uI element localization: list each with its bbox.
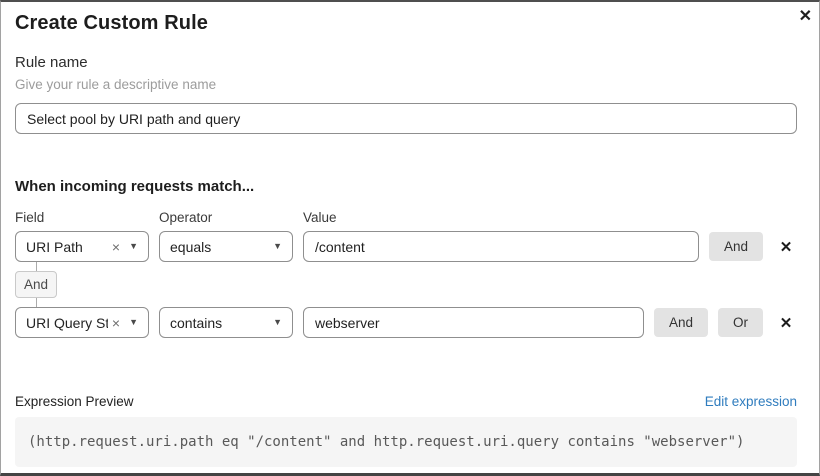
value-column-label: Value: [303, 210, 337, 225]
operator-select-row2[interactable]: contains ▼: [159, 307, 293, 338]
add-and-condition-button-row2[interactable]: And: [653, 308, 708, 337]
match-row-1: URI Path × ▼ equals ▼ And ✕: [15, 231, 797, 262]
add-and-condition-button-row1[interactable]: And: [708, 232, 763, 261]
expression-preview-header: Expression Preview Edit expression: [15, 394, 797, 409]
add-or-condition-button-row2[interactable]: Or: [718, 308, 763, 337]
row-connector: And: [15, 262, 57, 307]
expression-preview-label: Expression Preview: [15, 394, 134, 409]
value-input-row2[interactable]: [303, 307, 644, 338]
match-row-2: URI Query St... × ▼ contains ▼ And Or ✕: [15, 307, 797, 338]
chevron-down-icon: ▼: [129, 241, 138, 251]
match-heading: When incoming requests match...: [15, 178, 255, 195]
clear-selection-icon[interactable]: ×: [111, 238, 121, 255]
operator-select-row1-value: equals: [170, 238, 212, 255]
clear-selection-icon[interactable]: ×: [111, 314, 121, 331]
value-input-row1[interactable]: [303, 231, 699, 262]
rule-name-label: Rule name: [15, 54, 88, 71]
chevron-down-icon: ▼: [129, 317, 138, 327]
expression-preview-code: (http.request.uri.path eq "/content" and…: [15, 417, 797, 467]
delete-row-icon[interactable]: ✕: [775, 314, 797, 332]
chevron-down-icon: ▼: [273, 241, 282, 251]
field-select-row2-value: URI Query St...: [26, 314, 108, 331]
connector-line: [35, 262, 37, 271]
operator-select-row1[interactable]: equals ▼: [159, 231, 293, 262]
field-select-row2[interactable]: URI Query St... × ▼: [15, 307, 149, 338]
edit-expression-link[interactable]: Edit expression: [704, 394, 797, 409]
column-labels: Field Operator Value: [15, 210, 797, 226]
connector-and-chip[interactable]: And: [15, 271, 57, 298]
chevron-down-icon: ▼: [273, 317, 282, 327]
operator-select-row2-value: contains: [170, 314, 223, 331]
rule-name-input[interactable]: [15, 103, 797, 134]
field-select-row1-value: URI Path: [26, 238, 83, 255]
operator-column-label: Operator: [159, 210, 213, 225]
dialog-title: Create Custom Rule: [15, 12, 208, 34]
close-icon[interactable]: ✕: [798, 8, 812, 25]
connector-line: [35, 298, 37, 307]
field-select-row1[interactable]: URI Path × ▼: [15, 231, 149, 262]
rule-name-helper: Give your rule a descriptive name: [15, 77, 217, 92]
delete-row-icon[interactable]: ✕: [775, 238, 797, 256]
field-column-label: Field: [15, 210, 45, 225]
